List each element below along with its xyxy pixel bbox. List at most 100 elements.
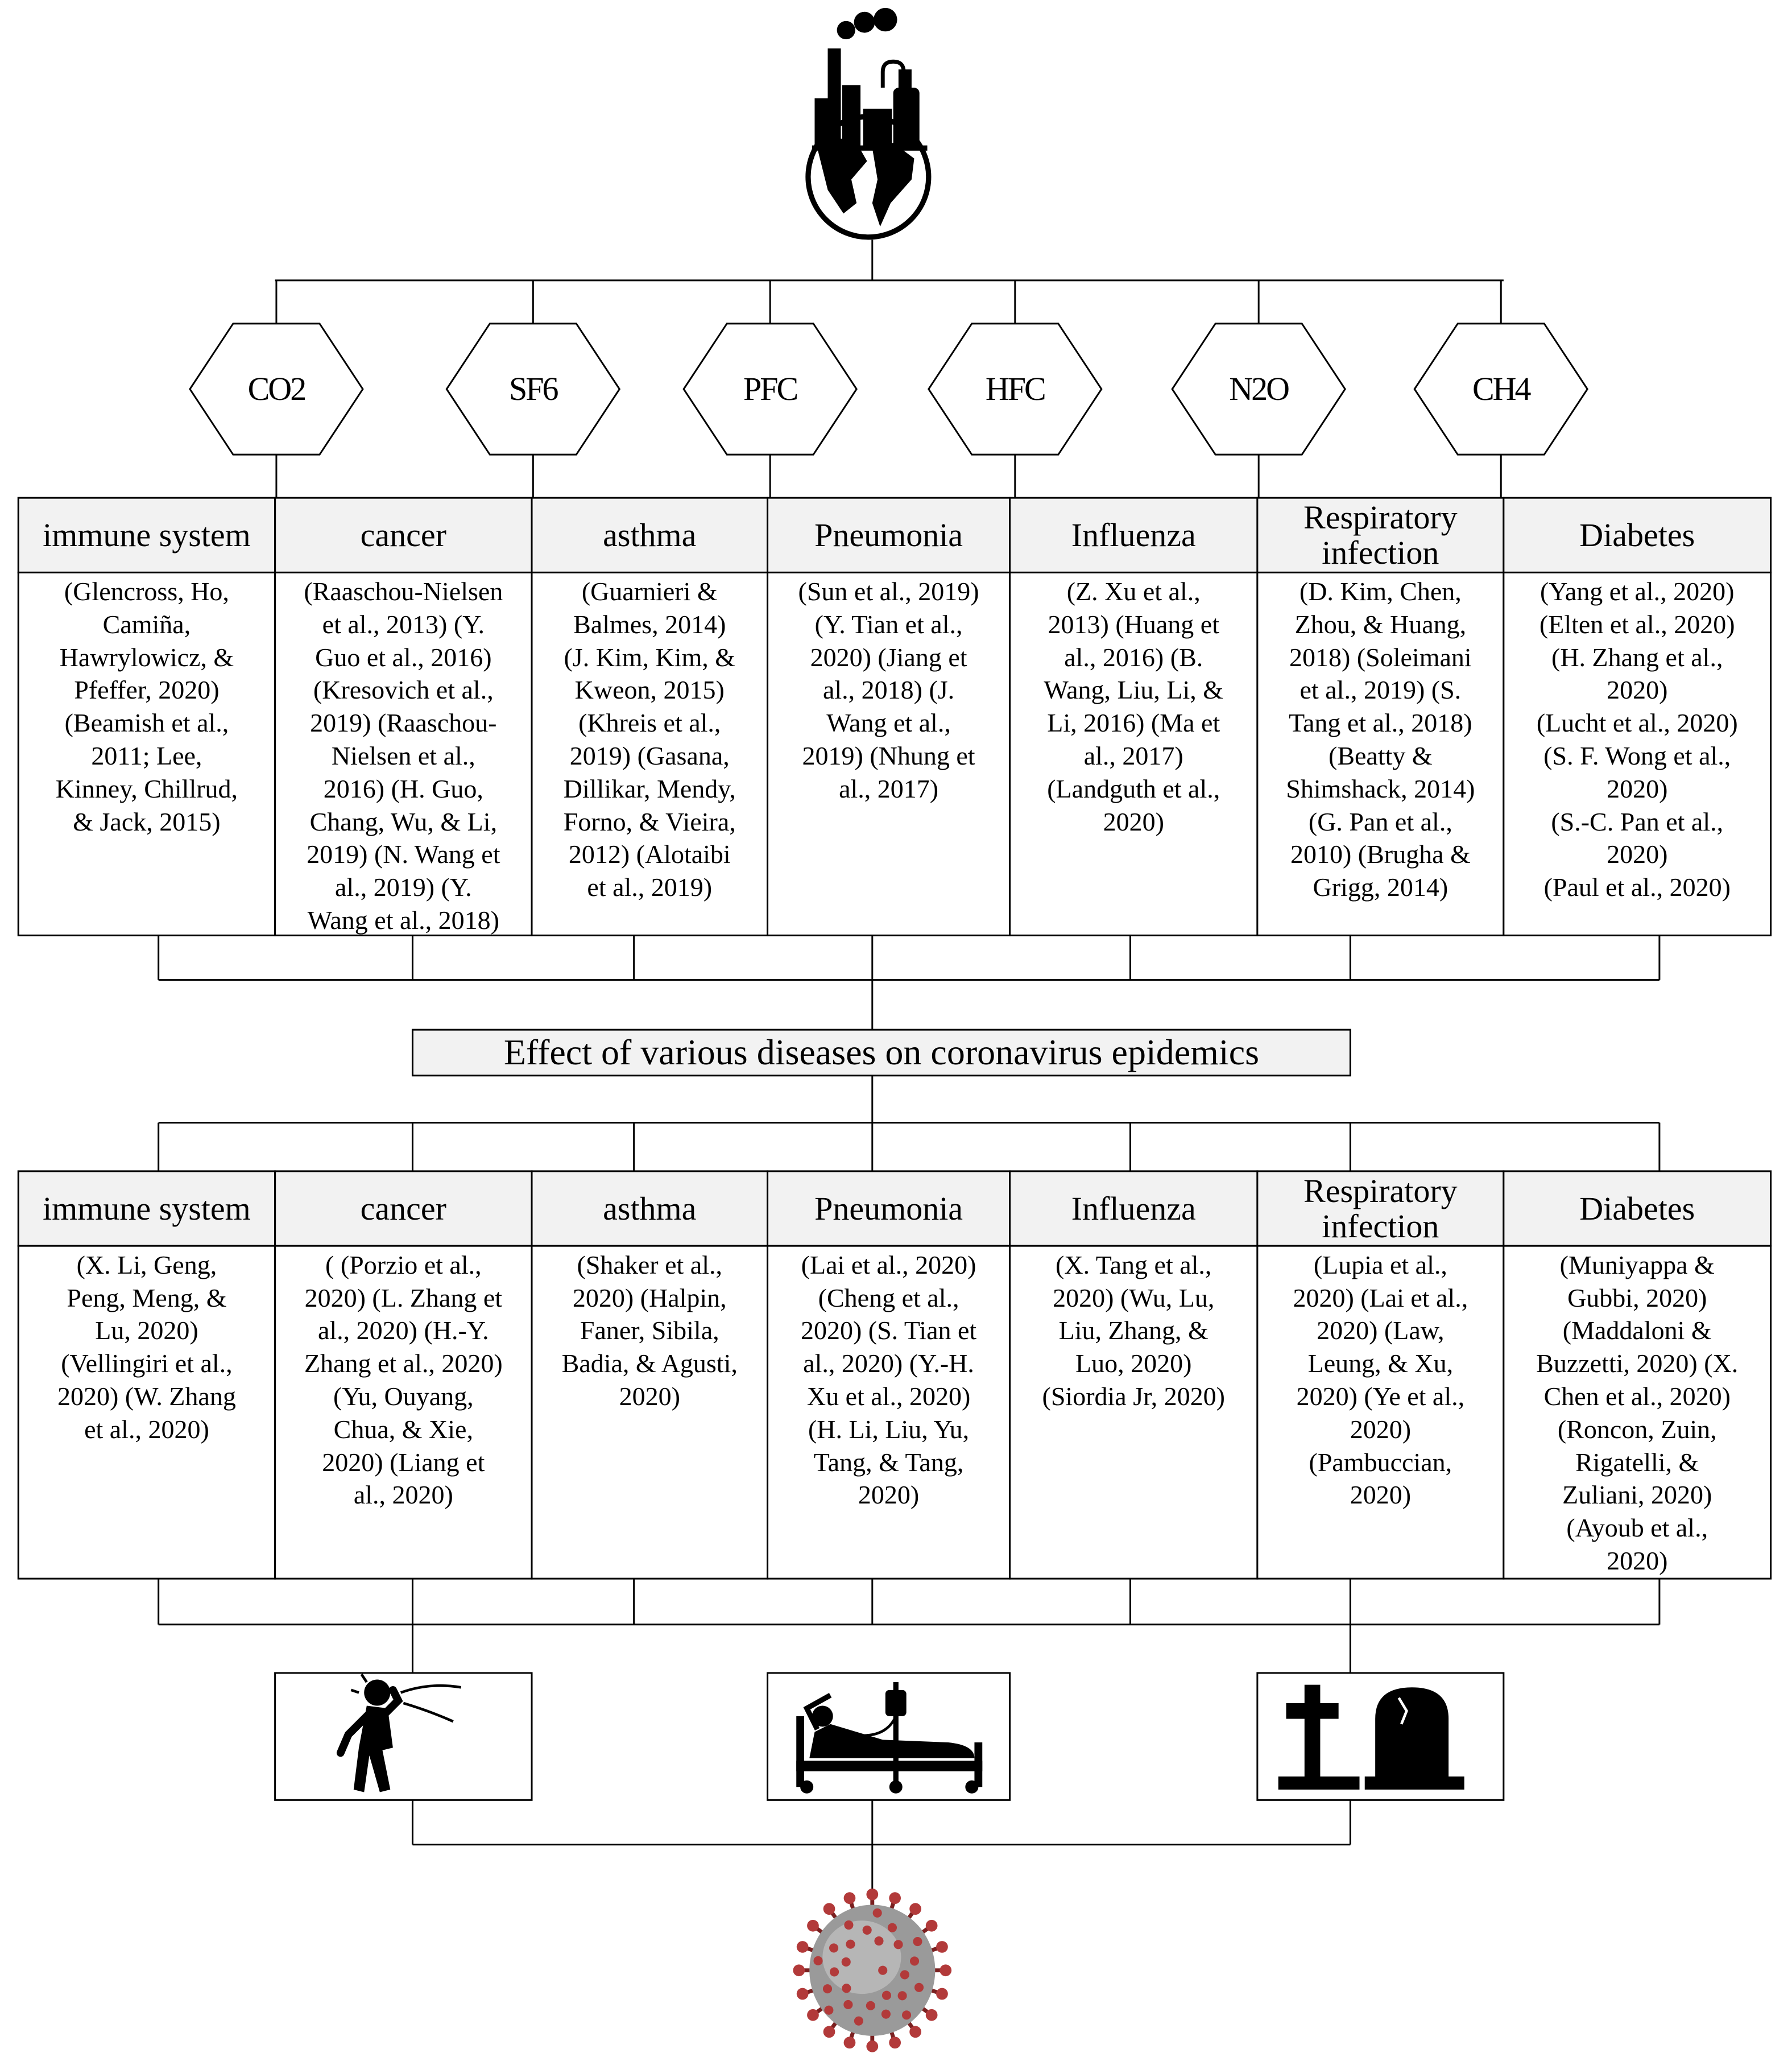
- reference-line: al., 2018) (J.: [822, 675, 955, 705]
- reference-list: (Sun et al., 2019)(Y. Tian et al.,2020) …: [770, 575, 1007, 805]
- coronavirus-icon: [793, 1888, 952, 2052]
- reference-line: (Maddaloni &: [1562, 1316, 1712, 1345]
- reference-line: (Elten et al., 2020): [1539, 609, 1735, 639]
- disease-header: immune system: [43, 516, 251, 553]
- reference-line: 2020): [1350, 1414, 1412, 1444]
- table2-header-cell: [531, 1170, 769, 1247]
- disease-header: Diabetes: [1579, 1189, 1695, 1227]
- reference-line: 2020) (Liang et: [322, 1447, 485, 1477]
- reference-line: Buzzetti, 2020) (X.: [1536, 1349, 1739, 1378]
- disease-header: asthma: [603, 516, 697, 553]
- disease-header: Respiratory infection: [1303, 498, 1458, 571]
- reference-line: (Z. Xu et al.,: [1066, 577, 1201, 606]
- disease-header: asthma: [603, 1189, 697, 1227]
- reference-line: 2020) (Lai et al.,: [1293, 1283, 1468, 1312]
- central-title-box: [411, 1028, 1351, 1077]
- reference-line: (Lucht et al., 2020): [1536, 708, 1738, 738]
- table2-body-cell: [17, 1245, 276, 1580]
- reference-line: 2019) (Raaschou-: [310, 708, 497, 738]
- reference-line: 2018) (Soleimani: [1289, 642, 1472, 672]
- reference-line: Wang et al., 2018): [307, 905, 499, 935]
- reference-line: (Guarnieri &: [581, 577, 718, 606]
- reference-line: 2020) (W. Zhang: [57, 1381, 236, 1411]
- reference-line: (Paul et al., 2020): [1543, 873, 1731, 902]
- reference-list: (Yang et al., 2020)(Elten et al., 2020)(…: [1506, 575, 1768, 904]
- disease-header: Diabetes: [1579, 516, 1695, 553]
- reference-line: (Lupia et al.,: [1313, 1250, 1447, 1279]
- reference-list: (Shaker et al.,2020) (Halpin,Faner, Sibi…: [535, 1249, 765, 1413]
- reference-line: 2013) (Huang et: [1048, 609, 1219, 639]
- gas-label: HFC: [985, 370, 1046, 408]
- reference-line: Chen et al., 2020): [1543, 1381, 1731, 1411]
- gas-label: PFC: [743, 370, 798, 408]
- reference-line: al., 2016) (B.: [1064, 642, 1203, 672]
- gas-hexagon: [1413, 323, 1589, 456]
- reference-line: Chang, Wu, & Li,: [309, 807, 498, 836]
- reference-line: Dillikar, Mendy,: [563, 774, 736, 803]
- gas-label: N2O: [1229, 370, 1290, 408]
- disease-header: Influenza: [1071, 1189, 1196, 1227]
- reference-line: Zuliani, 2020): [1562, 1480, 1712, 1510]
- reference-line: Gubbi, 2020): [1567, 1283, 1707, 1312]
- reference-line: (Y. Tian et al.,: [814, 609, 963, 639]
- reference-line: 2020): [1607, 675, 1668, 705]
- reference-line: Li, 2016) (Ma et: [1047, 708, 1220, 738]
- reference-line: Nielsen et al.,: [331, 741, 475, 770]
- reference-line: (H. Li, Liu, Yu,: [808, 1414, 970, 1444]
- reference-line: (Raaschou-Nielsen: [304, 577, 503, 606]
- reference-line: Luo, 2020): [1075, 1349, 1192, 1378]
- reference-line: (X. Tang et al.,: [1056, 1250, 1212, 1279]
- coughing-person-icon: [336, 1673, 462, 1792]
- reference-line: (Beatty &: [1329, 741, 1433, 770]
- reference-line: al., 2020) (H.-Y.: [317, 1316, 489, 1345]
- table2-body-cell: [767, 1245, 1011, 1580]
- reference-line: 2019) (Gasana,: [569, 741, 730, 770]
- reference-list: (Lai et al., 2020)(Cheng et al.,2020) (S…: [770, 1249, 1007, 1511]
- reference-line: 2020) (Wu, Lu,: [1053, 1283, 1215, 1312]
- reference-line: (Yu, Ouyang,: [333, 1381, 474, 1411]
- reference-list: (Guarnieri &Balmes, 2014)(J. Kim, Kim, &…: [535, 575, 765, 904]
- reference-line: (Lai et al., 2020): [801, 1250, 976, 1279]
- reference-list: (Muniyappa & Gubbi, 2020) (Maddaloni & Buzz…: [1506, 1249, 1768, 1577]
- reference-line: Zhou, & Huang,: [1294, 609, 1467, 639]
- table1-body-cell: [531, 571, 769, 936]
- reference-line: et al., 2019): [587, 873, 713, 902]
- reference-line: (Muniyappa &: [1559, 1250, 1715, 1279]
- gas-hexagon: [189, 323, 364, 456]
- reference-line: ( (Porzio et al.,: [325, 1250, 482, 1279]
- reference-line: 2016) (H. Guo,: [323, 774, 483, 803]
- reference-line: (Kresovich et al.,: [313, 675, 494, 705]
- reference-line: (X. Li, Geng,: [76, 1250, 217, 1279]
- reference-line: 2020): [858, 1480, 920, 1510]
- reference-line: 2010) (Brugha &: [1290, 840, 1471, 869]
- reference-line: Balmes, 2014): [573, 609, 726, 639]
- reference-line: Forno, & Vieira,: [563, 807, 736, 836]
- reference-line: al., 2019) (Y.: [335, 873, 472, 902]
- reference-line: 2020): [1607, 774, 1668, 803]
- reference-line: 2019) (Nhung et: [802, 741, 975, 770]
- reference-line: 2020): [1103, 807, 1164, 836]
- table1-body-cell: [1503, 571, 1772, 936]
- reference-line: (Roncon, Zuin,: [1557, 1414, 1717, 1444]
- reference-line: (Cheng et al.,: [818, 1283, 959, 1312]
- factory-globe-icon: [805, 7, 932, 240]
- reference-line: (D. Kim, Chen,: [1299, 577, 1462, 606]
- reference-line: 2020) (Ye et al.,: [1296, 1381, 1465, 1411]
- reference-list: (D. Kim, Chen, Zhou, & Huang,2018) (Solei…: [1260, 575, 1501, 904]
- gas-hexagon: [682, 323, 858, 456]
- central-title: Effect of various diseases on coronaviru…: [503, 1032, 1259, 1073]
- reference-line: al., 2017): [1083, 741, 1183, 770]
- gas-hexagon: [1171, 323, 1346, 456]
- reference-list: (X. Li, Geng,Peng, Meng, &Lu, 2020)(Vell…: [21, 1249, 272, 1446]
- graves-icon: [1278, 1684, 1464, 1790]
- reference-line: (Siordia Jr, 2020): [1042, 1381, 1225, 1411]
- reference-line: 2020) (Halpin,: [572, 1283, 727, 1312]
- table2-header-cell: [1503, 1170, 1772, 1247]
- gas-label: CH4: [1472, 370, 1532, 408]
- disease-header: Pneumonia: [814, 516, 963, 553]
- reference-line: et al., 2019) (S.: [1299, 675, 1462, 705]
- gas-label: SF6: [509, 370, 559, 408]
- gas-hexagon: [445, 323, 621, 456]
